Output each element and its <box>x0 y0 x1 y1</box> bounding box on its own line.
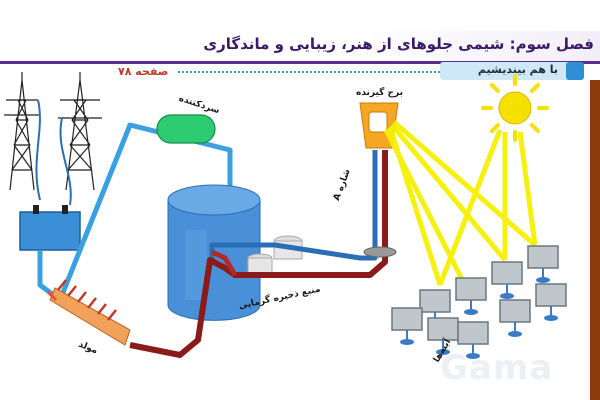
section-title: با هم بیندیشیم <box>477 63 558 76</box>
section-icon <box>566 62 584 80</box>
battery-icon <box>19 205 81 251</box>
section-pill <box>440 62 582 80</box>
receiving-tower-label: برج گیرنده <box>356 88 403 98</box>
sun-icon <box>481 74 549 142</box>
watermark: Gama <box>440 348 554 388</box>
condenser <box>156 114 216 144</box>
power-tower-icon <box>4 72 40 191</box>
mirror-icon <box>535 283 567 321</box>
right-edge-bar <box>590 80 600 400</box>
page-number: صفحه ۷۸ <box>118 65 169 78</box>
header-inner <box>0 31 600 64</box>
mirror-icon <box>499 299 531 337</box>
chapter-title: فصل سوم: شیمی جلوهای از هنر، زیبایی و ما… <box>203 35 594 53</box>
power-tower-icon <box>58 72 102 191</box>
header-divider <box>178 71 440 73</box>
generator <box>46 279 131 346</box>
mirror-icon <box>457 321 489 359</box>
mirror-icon <box>491 261 523 299</box>
mirror-icon <box>455 277 487 315</box>
mirror-icon <box>527 245 559 283</box>
mirror-icon <box>391 307 423 345</box>
